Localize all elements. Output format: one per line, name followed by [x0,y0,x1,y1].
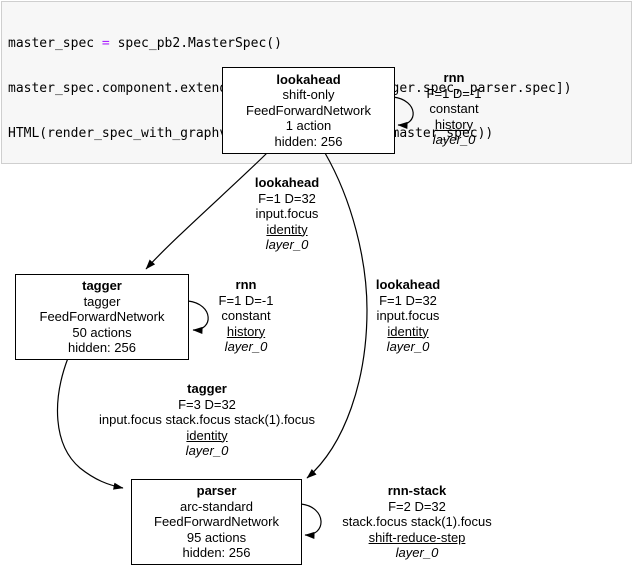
label-fml: input.focus stack.focus stack(1).focus [98,412,316,427]
node-title: lookahead [276,71,341,87]
self-loop-rnn-lookahead [392,96,414,130]
edge-lookahead-to-parser [306,152,368,479]
edge-label-tagger-parser: tagger F=3 D=32 input.focus stack.focus … [99,381,315,459]
node-tagger: tagger tagger FeedForwardNetwork 50 acti… [15,274,189,360]
label-fd: F=1 D=32 [258,190,316,206]
node-actions: 95 actions [186,529,247,545]
label-layer: layer_0 [386,339,430,354]
recurrent-label-rnn-lookahead: rnn F=1 D=-1 constant history layer_0 [427,70,482,148]
node-actions: 50 actions [72,324,132,340]
node-transition: arc-standard [180,498,253,514]
label-layer: layer_0 [224,339,268,354]
label-title: rnn-stack [387,483,447,498]
label-fd: F=1 D=-1 [426,85,482,101]
node-hidden: hidden: 256 [274,133,343,149]
label-fml: stack.focus stack(1).focus [342,514,492,529]
label-layer: layer_0 [395,545,439,560]
label-layer: layer_0 [432,132,476,147]
label-fml: constant [221,308,271,323]
label-fd: F=1 D=-1 [218,292,274,308]
node-transition: tagger [83,293,121,309]
self-loop-rnn-tagger [187,300,209,335]
node-actions: 1 action [285,118,332,134]
label-title: rnn [443,70,465,85]
recurrent-label-rnn-tagger: rnn F=1 D=-1 constant history layer_0 [219,277,274,355]
label-channel: identity [387,323,429,339]
label-fd: F=2 D=32 [388,498,446,514]
edge-lookahead-to-tagger [145,151,269,270]
node-parser: parser arc-standard FeedForwardNetwork 9… [131,479,302,565]
node-network: FeedForwardNetwork [39,309,165,325]
label-channel: history [226,323,266,339]
node-title: parser [196,483,237,499]
self-loop-rnn-stack-parser [300,503,322,540]
label-title: tagger [187,381,227,396]
node-hidden: hidden: 256 [182,545,251,561]
label-channel: shift-reduce-step [368,529,466,545]
edge-label-lookahead-parser: lookahead F=1 D=32 input.focus identity … [376,277,440,355]
node-transition: shift-only [282,87,335,103]
label-channel: identity [266,221,308,237]
label-fml: constant [429,101,479,116]
node-title: tagger [82,278,122,294]
node-hidden: hidden: 256 [68,340,136,356]
label-fml: input.focus [255,206,319,221]
label-layer: layer_0 [185,443,229,458]
label-fml: input.focus [376,308,440,323]
label-title: rnn [235,277,257,292]
node-lookahead: lookahead shift-only FeedForwardNetwork … [222,67,395,154]
label-channel: identity [186,427,228,443]
label-layer: layer_0 [265,237,309,252]
code-line: master_spec = spec_pb2.MasterSpec() [8,36,282,51]
label-channel: history [434,116,474,132]
label-fd: F=3 D=32 [178,396,236,412]
edge-label-lookahead-tagger: lookahead F=1 D=32 input.focus identity … [255,175,319,253]
label-fd: F=1 D=32 [379,292,437,308]
label-title: lookahead [254,175,320,190]
node-network: FeedForwardNetwork [246,102,371,118]
label-title: lookahead [375,277,441,292]
edge-tagger-to-parser [56,357,124,490]
recurrent-label-rnn-stack-parser: rnn-stack F=2 D=32 stack.focus stack(1).… [342,483,492,561]
node-network: FeedForwardNetwork [154,514,279,530]
